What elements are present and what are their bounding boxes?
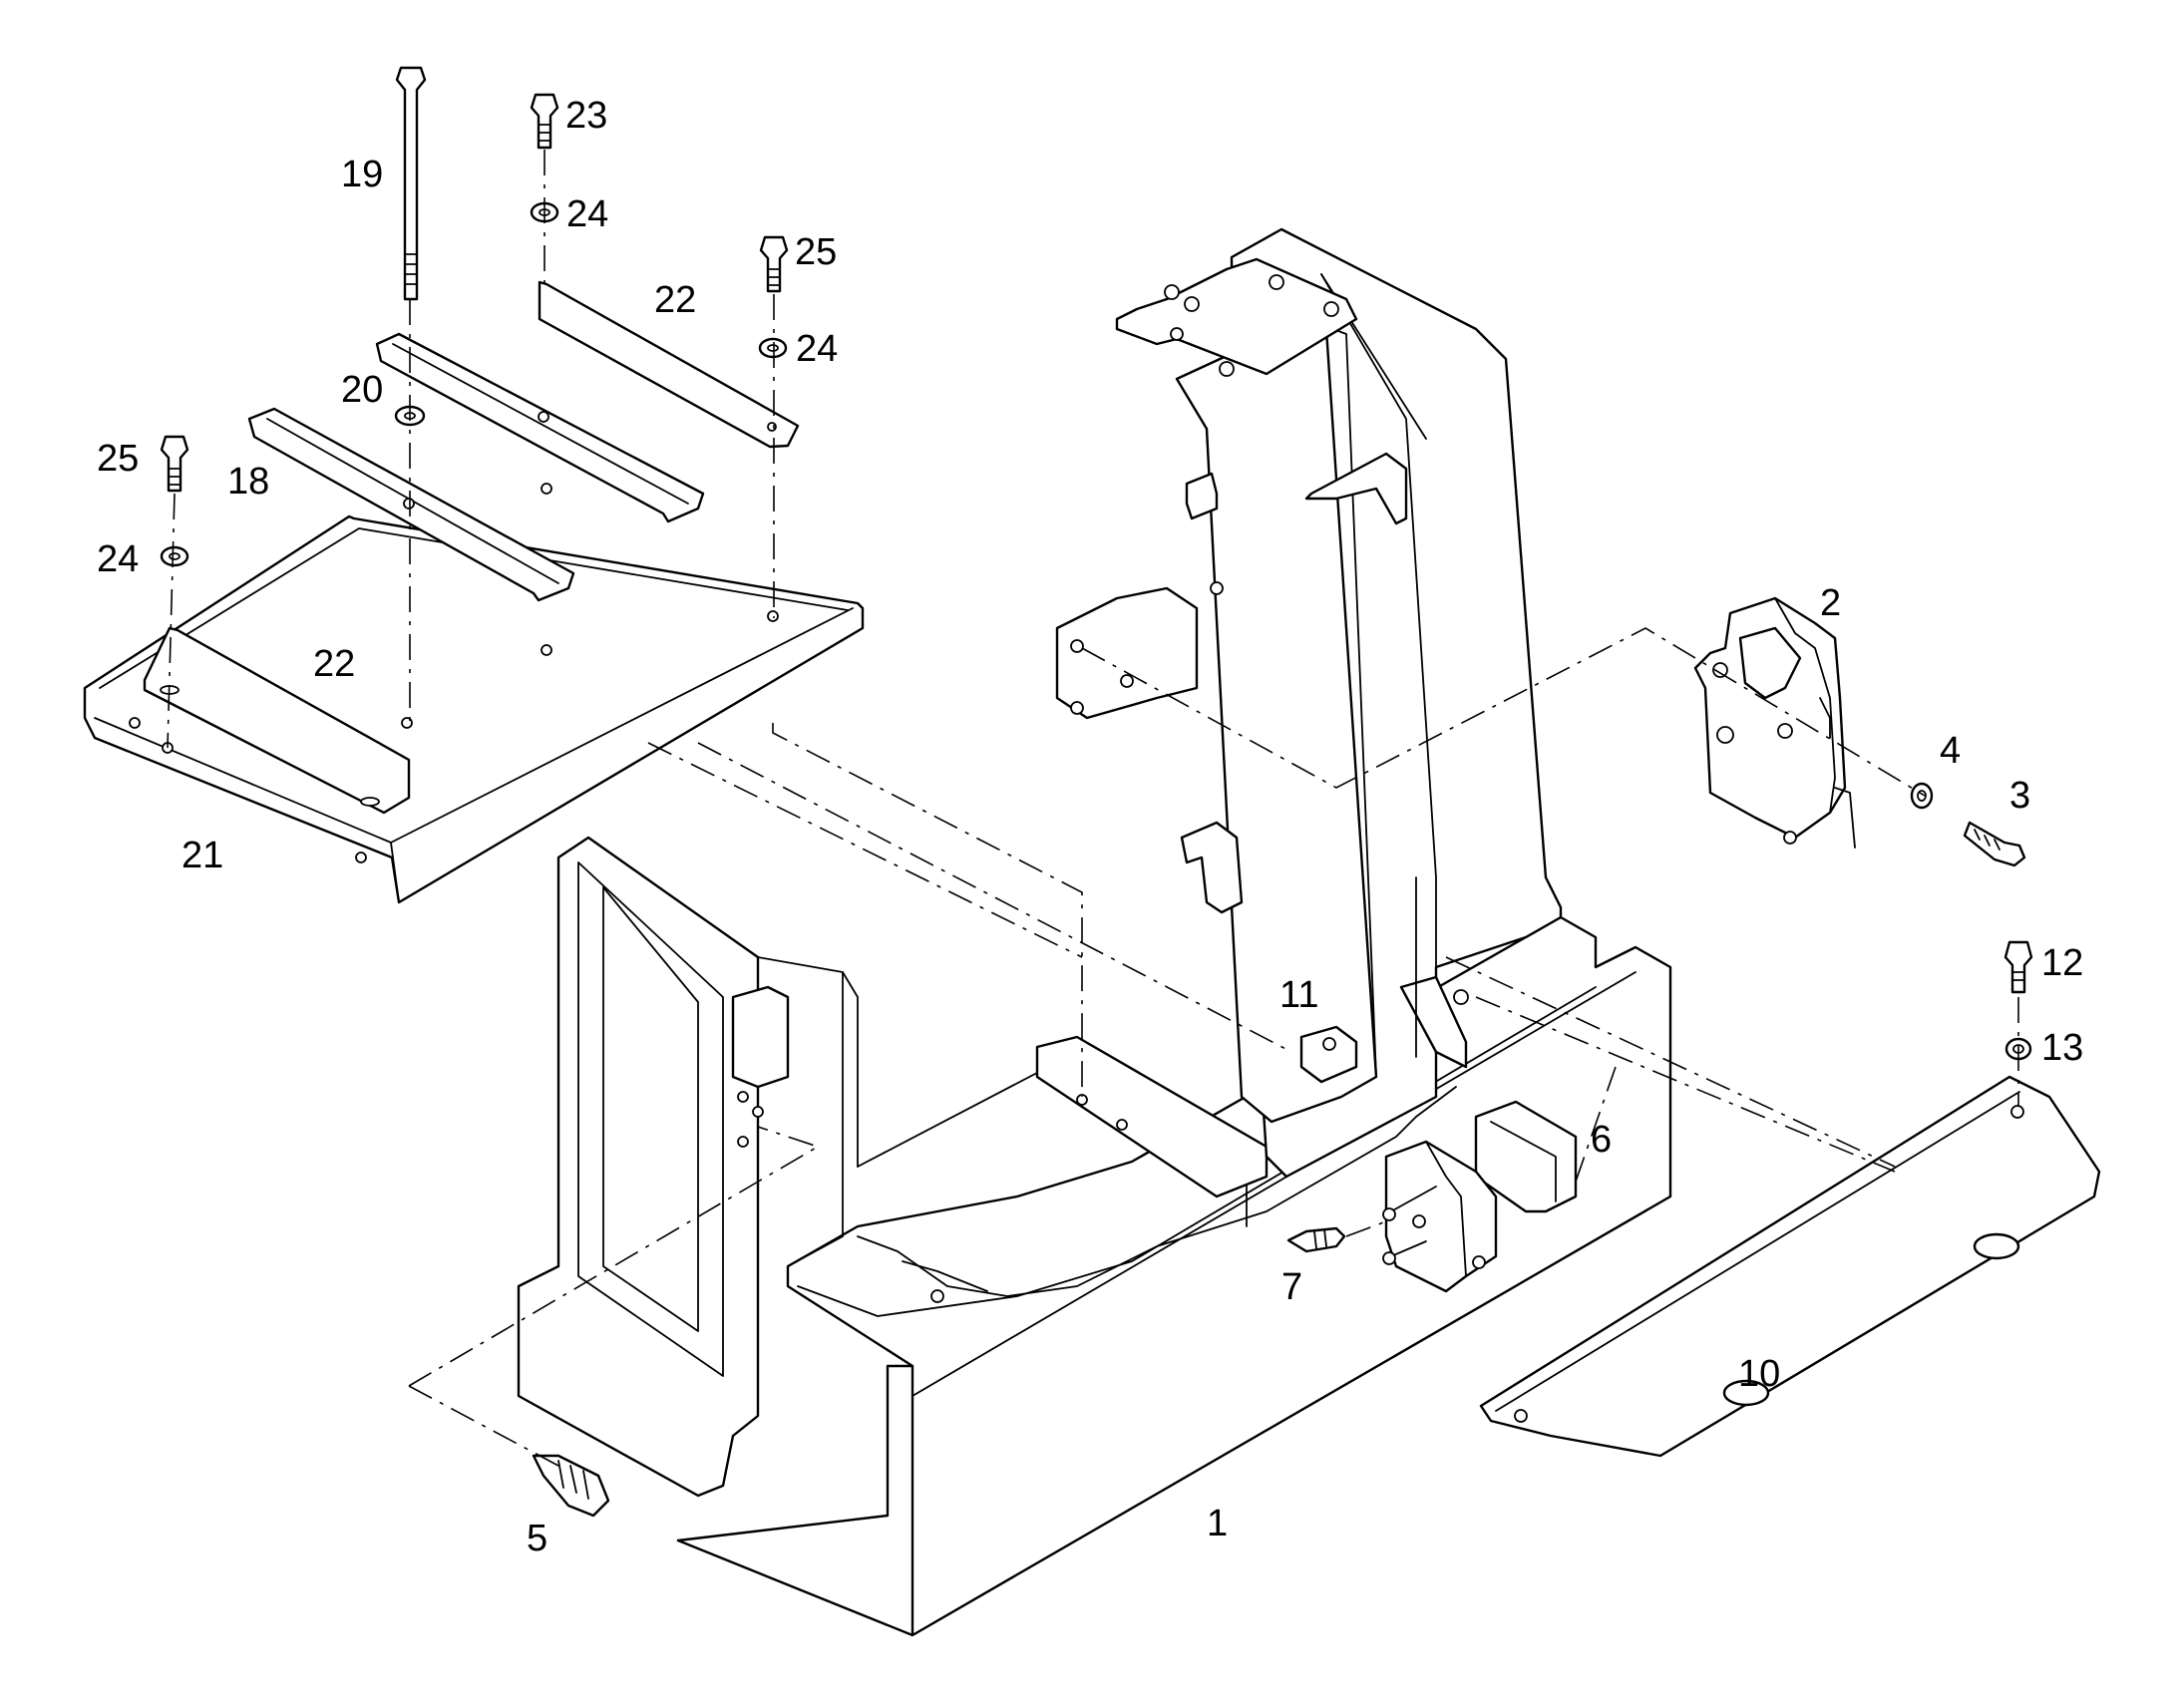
callout-24-mid: 24 [796, 328, 838, 370]
callout-11: 11 [1279, 974, 1318, 1016]
callout-24-left: 24 [97, 538, 139, 580]
callout-13: 13 [2041, 1027, 2083, 1069]
part-7-screw [1286, 1226, 1346, 1253]
part-24-washer-left [160, 545, 189, 567]
callout-labels: 1 2 3 4 5 6 7 10 11 12 13 18 19 20 21 22… [97, 95, 2083, 1559]
part-channel-upper [375, 332, 705, 523]
part-5-fitting [532, 1454, 610, 1518]
callout-7: 7 [1281, 1266, 1302, 1308]
callout-6: 6 [1591, 1119, 1612, 1161]
part-10-cover-plate [1479, 1075, 2101, 1458]
callout-25-left: 25 [97, 438, 139, 480]
callout-21: 21 [182, 835, 223, 876]
part-25-bolt-right [759, 235, 789, 293]
callout-1: 1 [1207, 1503, 1228, 1544]
callout-2: 2 [1820, 582, 1841, 624]
callout-25-right: 25 [795, 231, 837, 273]
part-3-screw [1963, 821, 2026, 867]
callout-5: 5 [527, 1518, 547, 1559]
part-25-bolt-left [160, 435, 189, 493]
callout-20: 20 [341, 369, 383, 411]
callout-24-top: 24 [566, 193, 608, 235]
callout-22-lower: 22 [313, 643, 355, 685]
part-6-socket [1382, 1100, 1578, 1293]
part-2-switch-box [1693, 596, 1856, 849]
part-22-angle-strip-lower [143, 626, 411, 815]
assembly-lines [167, 150, 2019, 1467]
callout-19: 19 [341, 154, 383, 195]
part-12-bolt [2003, 940, 2033, 994]
part-23-bolt [530, 93, 559, 150]
part-21-tray [83, 514, 865, 904]
part-19-long-bolt [395, 66, 427, 301]
callout-12: 12 [2041, 942, 2083, 984]
callout-23: 23 [565, 95, 607, 137]
callout-3: 3 [2009, 775, 2030, 817]
part-24-washer-mid [758, 337, 788, 359]
callout-4: 4 [1940, 730, 1961, 772]
part-1-base-frame [517, 227, 1672, 1637]
callout-22-upper: 22 [654, 279, 696, 321]
part-4-washer [1910, 782, 1934, 810]
callout-10: 10 [1738, 1353, 1780, 1395]
part-11-square-nut [1299, 1025, 1358, 1084]
part-18-channel [247, 407, 575, 602]
callout-18: 18 [227, 461, 269, 503]
